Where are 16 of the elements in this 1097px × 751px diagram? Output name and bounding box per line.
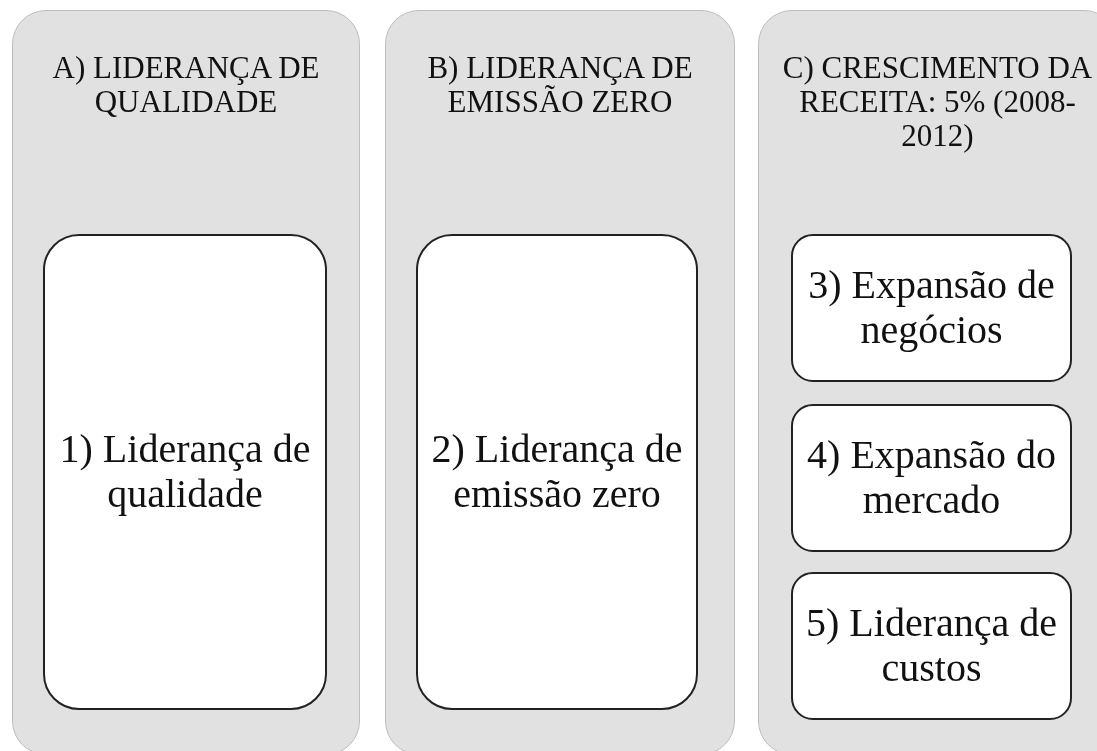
item-text: 3) Expansão de negócios bbox=[807, 263, 1056, 353]
item-box bbox=[791, 572, 1072, 720]
item-text: 4) Expansão do mercado bbox=[806, 433, 1057, 523]
item-box bbox=[791, 234, 1072, 382]
item-text: 2) Liderança de emissão zero bbox=[430, 427, 684, 517]
item-text: 5) Liderança de custos bbox=[805, 601, 1058, 691]
item-box bbox=[43, 234, 327, 710]
item-text: 1) Liderança de qualidade bbox=[58, 427, 312, 517]
item-box bbox=[416, 234, 698, 710]
panel-heading: A) LIDERANÇA DE QUALIDADE bbox=[51, 51, 321, 120]
category-panel bbox=[758, 10, 1097, 751]
panel-heading: B) LIDERANÇA DE EMISSÃO ZERO bbox=[426, 51, 694, 120]
category-panel bbox=[12, 10, 360, 751]
item-box bbox=[791, 404, 1072, 552]
category-panel bbox=[385, 10, 735, 751]
panel-heading: C) CRESCIMENTO DA RECEITA: 5% (2008-2012) bbox=[781, 51, 1094, 154]
